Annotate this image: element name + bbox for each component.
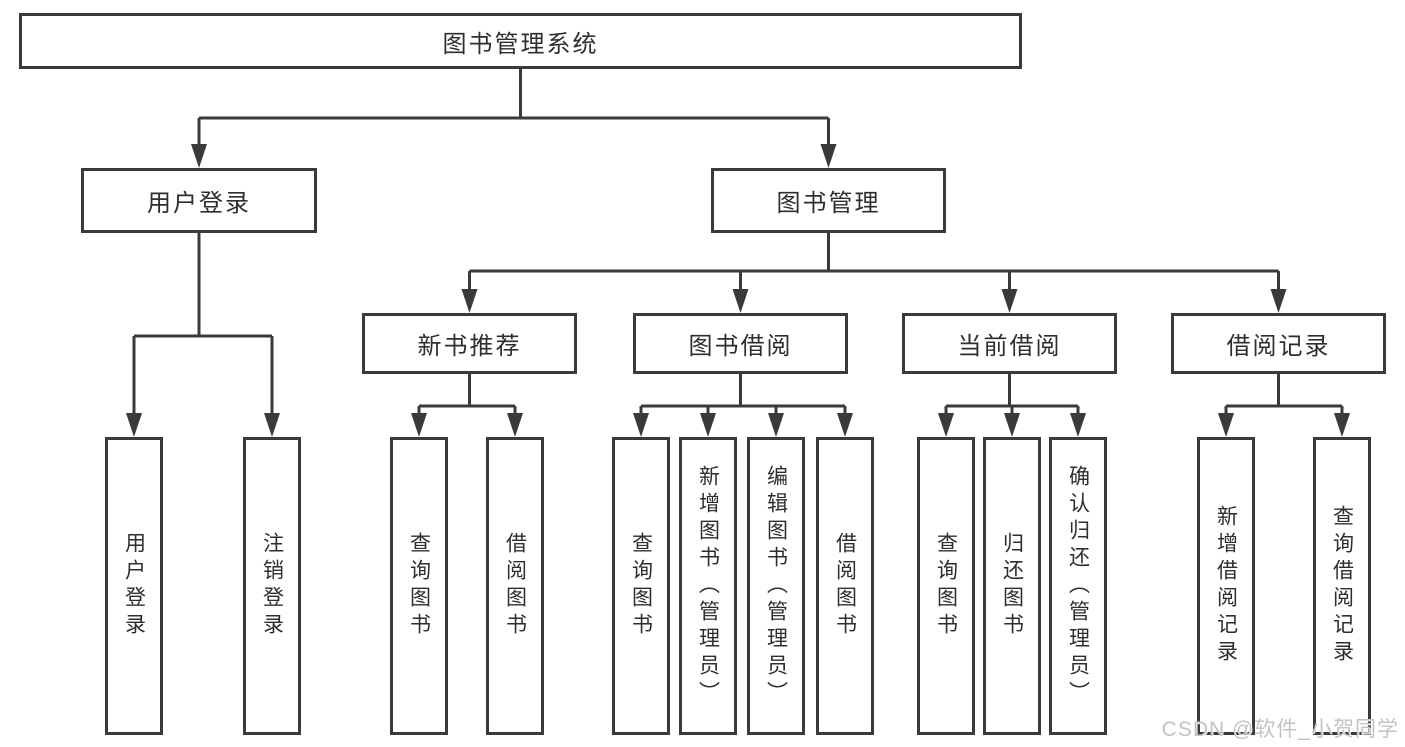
edge-book-management-split	[468, 233, 1280, 295]
leaf-query-books: 查询图书	[612, 437, 670, 735]
arrow-icon	[1004, 413, 1020, 437]
node-book-management: 图书管理	[711, 168, 946, 233]
node-label: 查询图书	[629, 532, 653, 640]
leaf-return-books: 归还图书	[983, 437, 1041, 735]
leaf-query-borrow-record: 查询借阅记录	[1313, 437, 1371, 735]
node-current-borrow: 当前借阅	[902, 313, 1117, 374]
node-label: 用户登录	[147, 190, 251, 217]
leaf-borrow-books: 借阅图书	[816, 437, 874, 735]
node-label: 借阅图书	[833, 532, 857, 640]
node-label: 图书管理	[776, 190, 881, 217]
arrow-icon	[1218, 413, 1234, 437]
node-label: 新增借阅记录	[1214, 505, 1238, 667]
edge-borrow-records-split	[1224, 374, 1344, 419]
arrow-icon	[938, 413, 954, 437]
leaf-logout: 注销登录	[243, 437, 301, 735]
edge-new-book-recommend-split	[417, 374, 517, 419]
arrow-icon	[1001, 289, 1018, 313]
arrow-icon	[507, 413, 523, 437]
arrow-icon	[820, 144, 837, 168]
arrow-icon	[461, 289, 478, 313]
edge-book-borrow-split	[639, 374, 847, 419]
arrow-icon	[837, 413, 853, 437]
node-new-book-recommend: 新书推荐	[362, 313, 577, 374]
node-label: 用户登录	[122, 532, 146, 640]
arrow-icon	[768, 413, 784, 437]
leaf-confirm-return-admin: 确认归还（管理员）	[1049, 437, 1107, 735]
node-label: 借阅记录	[1226, 333, 1331, 360]
leaf-add-books-admin: 新增图书（管理员）	[679, 437, 737, 735]
node-label: 查询借阅记录	[1330, 505, 1354, 667]
node-label: 编辑图书（管理员）	[764, 464, 788, 708]
arrow-icon	[191, 144, 207, 168]
node-label: 图书管理系统	[442, 30, 599, 58]
node-label: 确认归还（管理员）	[1066, 464, 1090, 708]
edge-root-to-level2	[197, 69, 830, 150]
node-user-login: 用户登录	[81, 168, 317, 233]
node-label: 新书推荐	[417, 333, 522, 360]
node-library-management-system: 图书管理系统	[19, 13, 1022, 69]
leaf-edit-books-admin: 编辑图书（管理员）	[747, 437, 805, 735]
arrow-icon	[1334, 413, 1350, 437]
arrow-icon	[700, 413, 716, 437]
node-label: 查询图书	[407, 532, 431, 640]
leaf-query-books: 查询图书	[917, 437, 975, 735]
leaf-borrow-books: 借阅图书	[486, 437, 544, 735]
leaf-user-login: 用户登录	[105, 437, 163, 735]
edge-user-login-split	[132, 233, 274, 419]
node-borrow-records: 借阅记录	[1171, 313, 1386, 374]
node-label: 注销登录	[260, 532, 284, 640]
edge-current-borrow-split	[944, 374, 1080, 419]
arrow-icon	[1270, 289, 1287, 313]
arrow-icon	[264, 413, 280, 437]
node-label: 借阅图书	[503, 532, 527, 640]
leaf-add-borrow-record: 新增借阅记录	[1197, 437, 1255, 735]
arrowheads	[126, 144, 1350, 437]
arrow-icon	[633, 413, 649, 437]
arrow-icon	[1070, 413, 1086, 437]
leaf-query-books: 查询图书	[390, 437, 448, 735]
arrow-icon	[126, 413, 142, 437]
node-label: 图书借阅	[688, 333, 793, 360]
node-label: 查询图书	[934, 532, 958, 640]
node-label: 新增图书（管理员）	[696, 464, 720, 708]
arrow-icon	[732, 289, 749, 313]
node-label: 归还图书	[1000, 532, 1024, 640]
arrow-icon	[411, 413, 427, 437]
node-label: 当前借阅	[957, 333, 1062, 360]
node-book-borrow: 图书借阅	[633, 313, 848, 374]
